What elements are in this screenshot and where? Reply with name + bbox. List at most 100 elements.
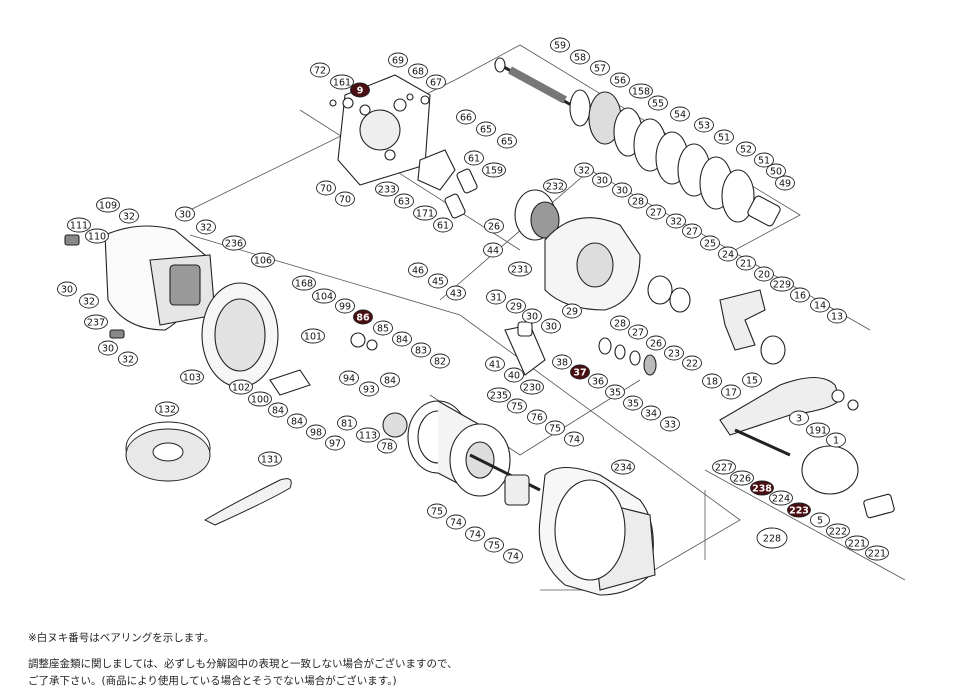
part-callout: 74 [446,514,466,530]
callout-number: 30 [61,284,73,295]
callout-oval [335,191,355,207]
part-callout: 131 [258,451,282,467]
part-callout: 14 [810,297,830,313]
callout-oval [670,106,690,122]
callout-oval [541,318,561,334]
part-callout: 38 [552,354,572,370]
callout-oval [682,355,702,371]
callout-number: 22 [686,358,698,369]
callout-number: 28 [632,196,644,207]
callout-number: 61 [437,220,449,231]
callout-oval [248,391,272,407]
part-callout: 61 [433,217,453,233]
callout-number: 100 [251,394,269,405]
callout-number: 23 [668,348,680,359]
part-callout: 109 [96,197,120,213]
callout-number: 54 [674,109,686,120]
part-callout: 54 [670,106,690,122]
callout-number: 132 [158,404,176,415]
part-callout: 23 [664,345,684,361]
part-callout: 21 [736,255,756,271]
callout-number: 43 [450,288,462,299]
callout-oval [392,331,412,347]
callout-oval [610,315,630,331]
callout-number: 41 [489,359,501,370]
callout-number: 27 [686,226,698,237]
line-spool-and-tool [125,421,292,526]
callout-number: 27 [632,327,644,338]
callout-oval [287,413,307,429]
callout-oval [550,37,570,53]
part-callout: 35 [623,395,643,411]
callout-number: 161 [333,77,351,88]
part-callout: 45 [428,273,448,289]
callout-number: 3 [796,413,802,424]
callout-oval [694,117,714,133]
callout-oval [564,431,584,447]
part-callout: 231 [508,261,532,277]
part-callout: 30 [592,172,612,188]
part-callout: 17 [721,384,741,400]
callout-oval [484,218,504,234]
callout-number: 75 [431,506,443,517]
part-callout: 28 [610,315,630,331]
part-callout: 27 [628,324,648,340]
callout-oval [522,308,542,324]
callout-oval [465,526,485,542]
callout-oval [588,373,608,389]
callout-number: 31 [490,292,502,303]
part-callout: 30 [522,308,542,324]
callout-number: 30 [545,321,557,332]
callout-number: 93 [363,384,375,395]
callout-oval [826,523,850,539]
callout-oval [430,353,450,369]
part-callout: 55 [648,95,668,111]
part-callout: 99 [335,298,355,314]
callout-number: 68 [412,66,424,77]
part-number-callouts: 5958575615855545351525150497216196968676… [57,37,889,564]
callout-oval [543,178,567,194]
part-callout: 3 [789,410,809,426]
callout-oval [766,163,786,179]
part-callout: 44 [483,242,503,258]
shim-note-line-2: ご了承下さい。(商品により使用している場合とそうでない場合がございます。) [28,675,397,687]
callout-oval [574,162,594,178]
part-callout: 25 [700,235,720,251]
callout-oval [570,49,590,65]
callout-oval [590,60,610,76]
part-callout: 26 [646,335,666,351]
callout-number: 70 [339,194,351,205]
callout-number: 61 [468,153,480,164]
part-callout: 16 [790,287,810,303]
left-side-plate-assembly [64,225,408,438]
callout-oval [769,490,793,506]
callout-oval [845,535,869,551]
callout-oval [629,83,653,99]
callout-number: 63 [398,196,410,207]
callout-oval [408,262,428,278]
callout-oval [484,537,504,553]
callout-number: 84 [396,334,408,345]
part-callout: 78 [377,438,397,454]
part-callout: 111 [67,217,91,233]
part-callout: 20 [754,266,774,282]
callout-oval [666,213,686,229]
callout-number: 27 [650,207,662,218]
part-callout: 76 [527,409,547,425]
callout-number: 103 [183,372,201,383]
callout-oval [520,379,544,395]
part-callout: 171 [413,205,437,221]
part-callout: 75 [545,420,565,436]
callout-oval [408,63,428,79]
callout-number: 229 [773,279,791,290]
right-side-plate-assembly [329,74,478,219]
part-callout: 59 [550,37,570,53]
callout-oval [251,252,275,268]
callout-number: 72 [314,65,326,76]
callout-oval [359,381,379,397]
callout-oval [413,205,437,221]
callout-number: 32 [122,354,134,365]
part-callout: 52 [736,141,756,157]
callout-number: 51 [758,155,770,166]
callout-oval [119,208,139,224]
